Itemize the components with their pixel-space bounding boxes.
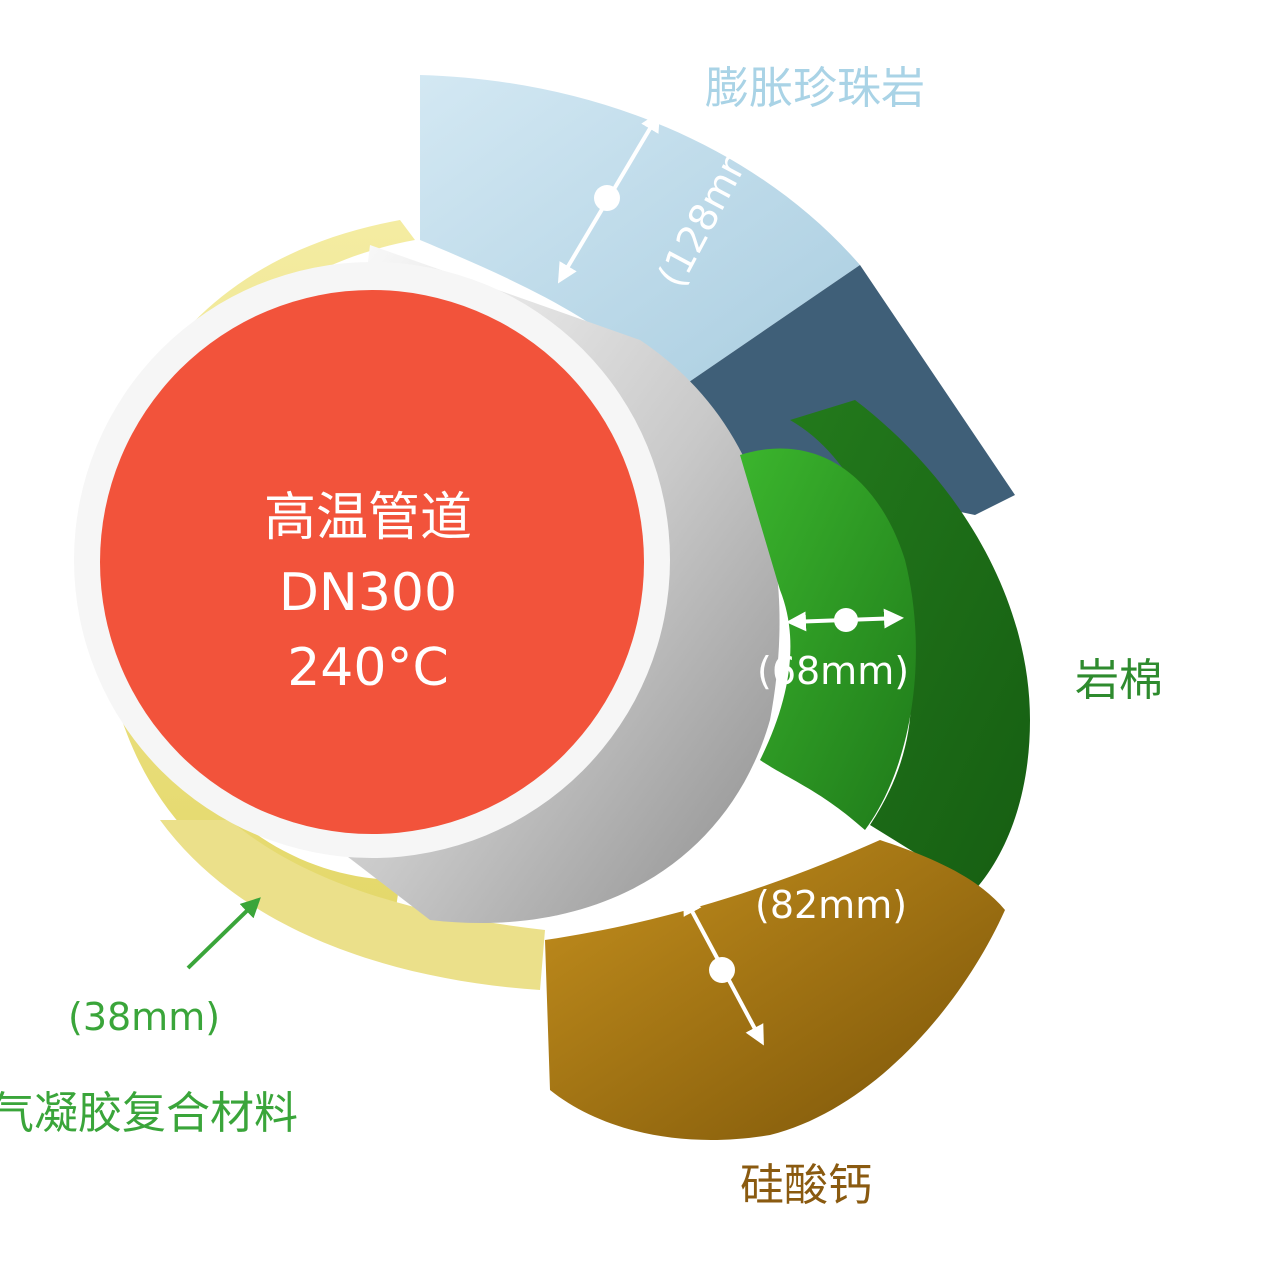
pipe-name: 高温管道 — [264, 488, 472, 548]
rockwool-label: 岩棉 — [1075, 655, 1163, 706]
calcium-silicate-layer — [545, 840, 1005, 1140]
calcium-thickness: (82mm) — [755, 883, 907, 927]
calcium-label: 硅酸钙 — [740, 1160, 872, 1211]
pearlite-label: 膨胀珍珠岩 — [705, 63, 925, 114]
pipe-size: DN300 — [279, 563, 457, 623]
aerogel-layer-lower — [160, 820, 545, 990]
pearlite-arrow-dot — [594, 185, 620, 211]
aerogel-label: 气凝胶复合材料 — [0, 1088, 298, 1139]
calcium-arrow-dot — [709, 957, 735, 983]
rockwool-arrow-dot — [834, 608, 858, 632]
pipe-temperature: 240°C — [287, 638, 449, 698]
rockwool-layer — [740, 448, 916, 830]
pipe-face — [100, 290, 644, 834]
rockwool-thickness: (68mm) — [757, 649, 909, 693]
aerogel-pointer-arrow — [186, 897, 261, 970]
aerogel-thickness: (38mm) — [68, 995, 220, 1039]
